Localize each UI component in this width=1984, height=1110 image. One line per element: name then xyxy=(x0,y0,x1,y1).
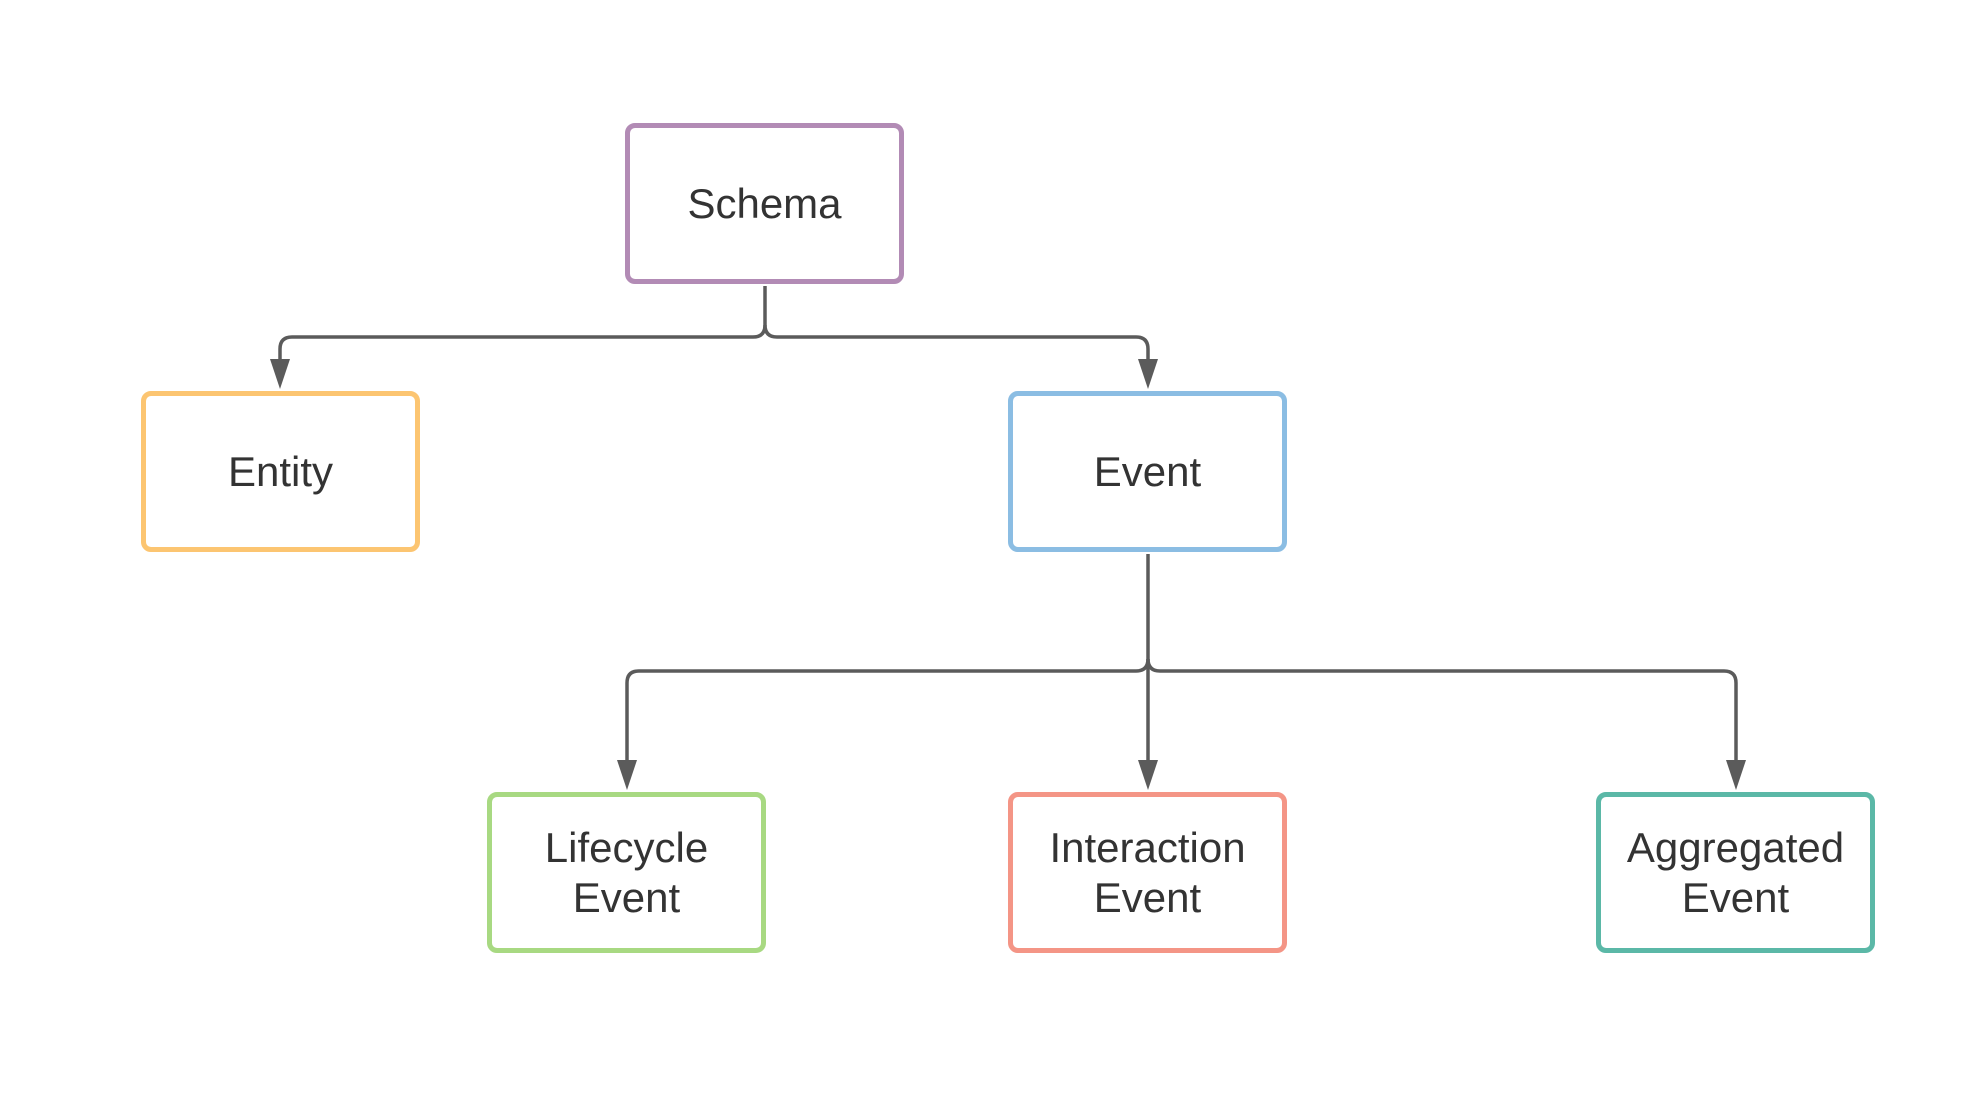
edge-event-lifecycle xyxy=(625,554,1150,763)
arrowhead-aggregated xyxy=(1726,760,1746,790)
node-event[interactable]: Event xyxy=(1008,391,1287,552)
edge-schema-event xyxy=(763,324,1150,362)
node-lifecycle-event-label: Lifecycle Event xyxy=(544,823,709,921)
node-schema-label: Schema xyxy=(687,179,842,227)
node-entity[interactable]: Entity xyxy=(141,391,420,552)
node-entity-label: Entity xyxy=(227,447,334,495)
node-interaction-event-label: Interaction Event xyxy=(1049,823,1246,921)
arrowhead-lifecycle xyxy=(617,760,637,790)
arrowhead-entity xyxy=(270,359,290,389)
node-lifecycle-event[interactable]: Lifecycle Event xyxy=(487,792,766,953)
edge-schema-entity xyxy=(278,286,767,362)
node-interaction-event[interactable]: Interaction Event xyxy=(1008,792,1287,953)
arrowhead-interaction xyxy=(1138,760,1158,790)
node-schema[interactable]: Schema xyxy=(625,123,904,284)
edge-event-aggregated xyxy=(1146,658,1738,763)
node-event-label: Event xyxy=(1093,447,1202,495)
node-aggregated-event-label: Aggregated Event xyxy=(1626,823,1845,921)
arrowhead-event xyxy=(1138,359,1158,389)
node-aggregated-event[interactable]: Aggregated Event xyxy=(1596,792,1875,953)
